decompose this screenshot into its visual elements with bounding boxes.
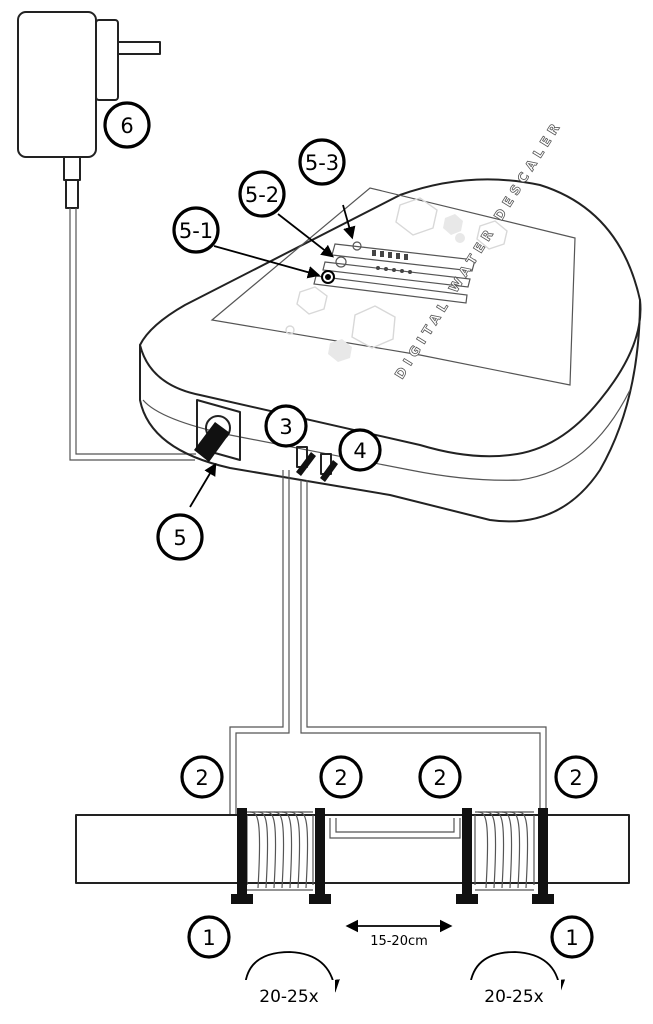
callout-2-mid-right: 2 — [418, 755, 462, 799]
adapter-prong — [117, 41, 161, 55]
svg-text:5: 5 — [173, 526, 186, 550]
adapter-cable-strain-relief — [63, 156, 81, 181]
svg-text:5-2: 5-2 — [245, 183, 279, 207]
callout-2-mid-left: 2 — [319, 755, 363, 799]
indicator-5-3 — [352, 241, 362, 251]
svg-text:5-1: 5-1 — [179, 219, 213, 243]
adapter-prong-base — [95, 19, 119, 101]
svg-text:6: 6 — [120, 114, 133, 138]
svg-text:1: 1 — [202, 926, 215, 950]
water-pipe — [75, 814, 630, 884]
indicator-5-2 — [335, 256, 347, 268]
callout-2-far-left: 2 — [180, 755, 224, 799]
device-top — [139, 178, 642, 458]
svg-text:2: 2 — [334, 766, 347, 790]
device-brand-text: DIGITAL WATER DESCALER — [393, 117, 566, 382]
callout-4: 4 — [338, 428, 382, 472]
callout-1-left: 1 — [187, 915, 231, 959]
power-cable — [69, 208, 196, 461]
power-adapter — [17, 11, 161, 209]
adapter-cable-boot — [65, 179, 79, 209]
callout-5: 5 — [156, 513, 204, 561]
callout-2-far-right: 2 — [554, 755, 598, 799]
indicator-strip-mid — [322, 261, 471, 288]
svg-text:3: 3 — [279, 415, 292, 439]
winding-arrow-right — [469, 951, 566, 993]
indicator-strip-low — [313, 275, 468, 304]
callout-5-1: 5-1 — [172, 206, 220, 254]
descaler-device: DIGITAL WATER DESCALER — [139, 117, 642, 523]
svg-text:1: 1 — [565, 926, 578, 950]
svg-text:5-3: 5-3 — [305, 151, 339, 175]
svg-text:2: 2 — [569, 766, 582, 790]
cable-port-4 — [320, 453, 338, 482]
coil-bridge-wire — [329, 818, 461, 839]
level-bars — [372, 250, 412, 274]
power-socket — [194, 399, 241, 462]
leader-lines — [189, 204, 566, 993]
callout-3: 3 — [264, 404, 308, 448]
winding-count-right: 20-25x — [484, 987, 543, 1007]
device-side — [139, 299, 641, 523]
coil-right — [474, 811, 535, 891]
winding-arrow-left — [244, 951, 340, 993]
power-plug — [194, 422, 230, 462]
coil-cable-right — [300, 480, 547, 815]
svg-text:2: 2 — [195, 766, 208, 790]
cable-tie — [231, 808, 554, 904]
callout-6: 6 — [103, 101, 151, 149]
callout-1-right: 1 — [550, 915, 594, 959]
adapter-body — [17, 11, 97, 158]
coil-cable-left — [229, 470, 290, 815]
coil-left — [246, 811, 314, 891]
label-panel — [210, 187, 576, 386]
callout-5-2: 5-2 — [238, 170, 286, 218]
device-edge-line — [142, 389, 631, 481]
cable-port-3 — [296, 446, 316, 476]
svg-text:2: 2 — [433, 766, 446, 790]
callout-5-3: 5-3 — [298, 138, 346, 186]
coil-spacing-label: 15-20cm — [370, 934, 428, 949]
indicator-5-1 — [321, 270, 335, 284]
svg-text:4: 4 — [353, 439, 366, 463]
winding-count-left: 20-25x — [259, 987, 318, 1007]
